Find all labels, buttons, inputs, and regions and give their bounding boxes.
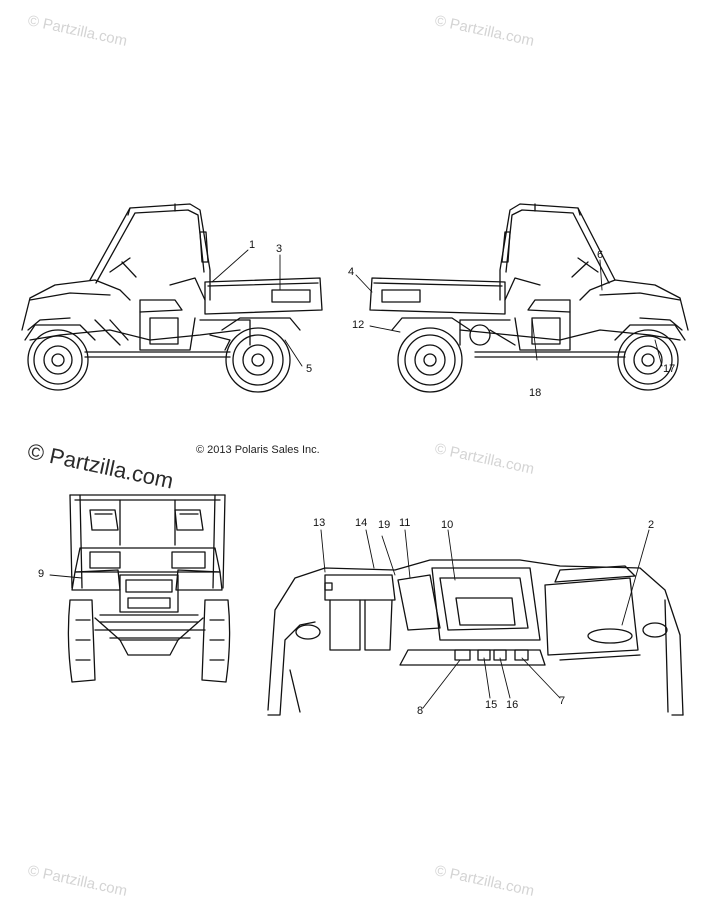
leader-lines	[49, 249, 663, 709]
callout-6: 6	[597, 249, 604, 261]
side-view-right	[369, 203, 689, 393]
callout-12: 12	[352, 319, 365, 331]
callout-13: 13	[313, 517, 326, 529]
dash-hood-view	[267, 559, 684, 716]
callout-15: 15	[485, 699, 498, 711]
callout-19: 19	[378, 519, 391, 531]
copyright-notice: © 2013 Polaris Sales Inc.	[196, 444, 320, 456]
callout-2: 2	[648, 519, 655, 531]
callout-3: 3	[276, 243, 283, 255]
callout-1: 1	[249, 239, 256, 251]
front-view	[67, 494, 231, 683]
callout-9: 9	[38, 568, 45, 580]
callout-14: 14	[355, 517, 368, 529]
callout-11: 11	[399, 517, 411, 529]
callout-17: 17	[663, 363, 676, 375]
callout-7: 7	[559, 695, 566, 707]
callout-18: 18	[529, 387, 542, 399]
callout-5: 5	[306, 363, 313, 375]
callout-10: 10	[441, 519, 454, 531]
callout-8: 8	[417, 705, 424, 717]
side-view-left	[21, 203, 323, 393]
callout-4: 4	[348, 266, 355, 278]
callout-16: 16	[506, 699, 519, 711]
